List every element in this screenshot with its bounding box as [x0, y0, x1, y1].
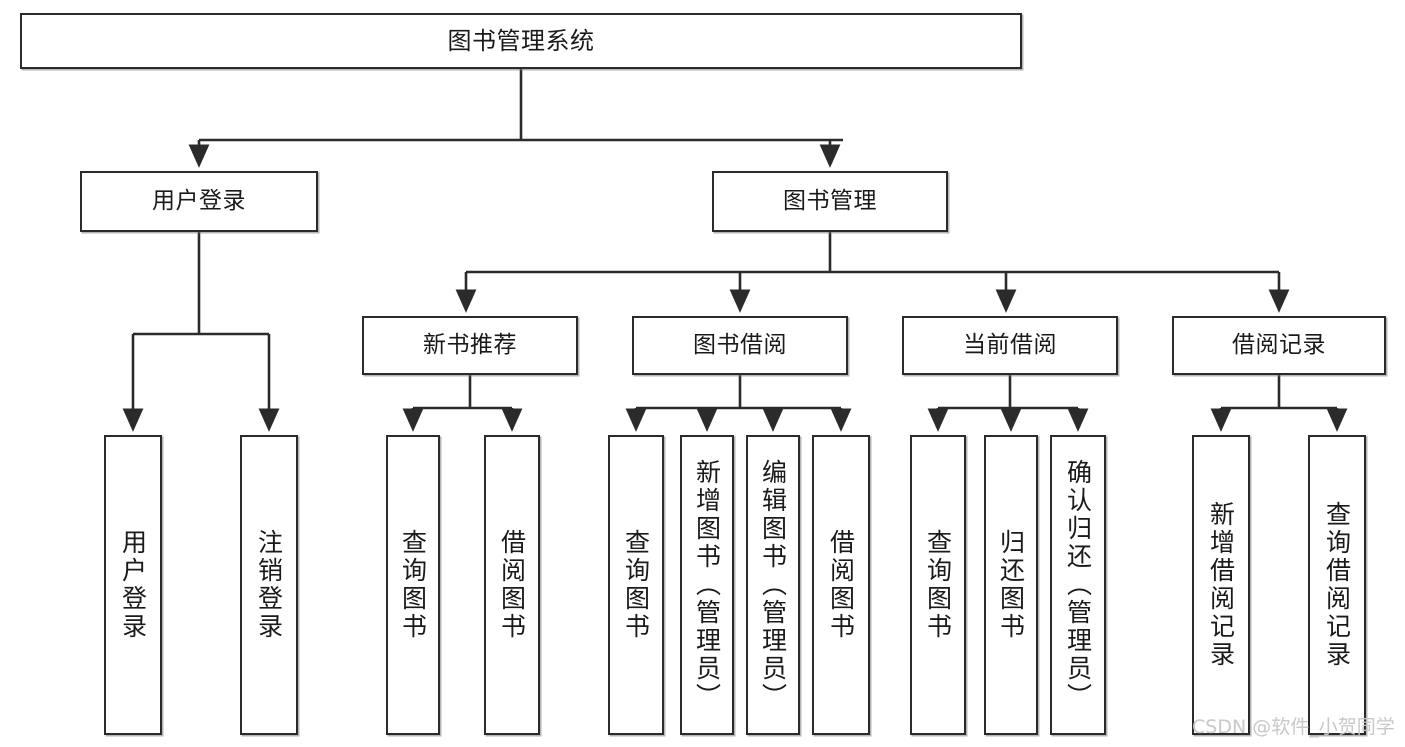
node-leaf-query-book-2[interactable]: 查询图书 [608, 435, 664, 735]
node-current-borrow-label: 当前借阅 [963, 331, 1057, 358]
node-leaf-borrow-book-2-label: 借阅图书 [826, 529, 856, 641]
node-leaf-return-book[interactable]: 归还图书 [984, 435, 1038, 735]
node-leaf-user-login-label: 用户登录 [118, 529, 148, 641]
node-leaf-query-book-3-label: 查询图书 [923, 529, 953, 641]
node-current-borrow[interactable]: 当前借阅 [902, 316, 1118, 375]
node-leaf-query-record[interactable]: 查询借阅记录 [1308, 435, 1366, 735]
node-book-borrow-label: 图书借阅 [693, 331, 787, 358]
node-leaf-query-record-label: 查询借阅记录 [1322, 501, 1352, 669]
node-leaf-edit-book[interactable]: 编辑图书（管理员） [746, 435, 800, 735]
node-leaf-query-book-2-label: 查询图书 [621, 529, 651, 641]
node-leaf-confirm-return[interactable]: 确认归还（管理员） [1050, 435, 1106, 735]
node-leaf-add-book-label: 新增图书（管理员） [692, 459, 722, 711]
node-book-manage[interactable]: 图书管理 [712, 171, 948, 232]
node-leaf-query-book-1[interactable]: 查询图书 [386, 435, 440, 735]
node-leaf-confirm-return-label: 确认归还（管理员） [1063, 459, 1093, 711]
node-leaf-edit-book-label: 编辑图书（管理员） [758, 459, 788, 711]
node-leaf-borrow-book-1[interactable]: 借阅图书 [484, 435, 540, 735]
node-leaf-logout[interactable]: 注销登录 [240, 435, 298, 735]
node-leaf-logout-label: 注销登录 [254, 529, 284, 641]
node-leaf-query-book-1-label: 查询图书 [398, 529, 428, 641]
node-new-book-rec-label: 新书推荐 [423, 331, 517, 358]
node-borrow-record-label: 借阅记录 [1232, 331, 1326, 358]
node-leaf-add-record-label: 新增借阅记录 [1206, 501, 1236, 669]
node-leaf-borrow-book-2[interactable]: 借阅图书 [812, 435, 870, 735]
node-root[interactable]: 图书管理系统 [20, 13, 1022, 69]
node-leaf-return-book-label: 归还图书 [996, 529, 1026, 641]
node-user-login-label: 用户登录 [152, 187, 246, 214]
node-root-label: 图书管理系统 [447, 26, 595, 55]
node-book-borrow[interactable]: 图书借阅 [632, 316, 848, 375]
node-leaf-user-login[interactable]: 用户登录 [104, 435, 162, 735]
node-borrow-record[interactable]: 借阅记录 [1172, 316, 1386, 375]
node-new-book-rec[interactable]: 新书推荐 [362, 316, 578, 375]
node-leaf-add-book[interactable]: 新增图书（管理员） [680, 435, 734, 735]
node-leaf-add-record[interactable]: 新增借阅记录 [1192, 435, 1250, 735]
node-book-manage-label: 图书管理 [783, 187, 877, 214]
node-leaf-borrow-book-1-label: 借阅图书 [497, 529, 527, 641]
watermark-text: CSDN @软件_小贺同学 [1192, 716, 1395, 738]
node-leaf-query-book-3[interactable]: 查询图书 [910, 435, 966, 735]
node-user-login[interactable]: 用户登录 [80, 171, 318, 232]
